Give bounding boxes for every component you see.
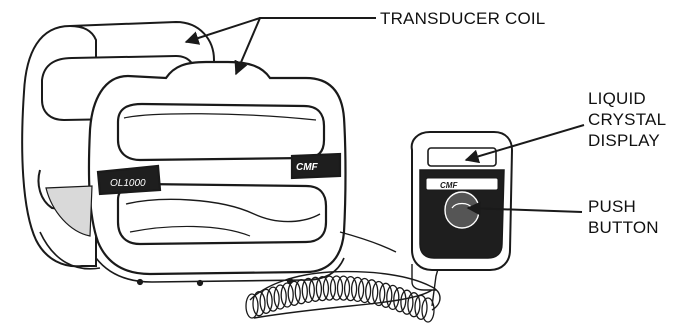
cable-loop <box>331 276 343 300</box>
label-push-line-1: PUSH <box>588 196 659 217</box>
coil-brand-logo: CMF <box>296 162 319 173</box>
label-transducer-coil: TRANSDUCER COIL <box>380 8 545 29</box>
arrow-to-back-coil <box>186 18 376 42</box>
label-push-button: PUSH BUTTON <box>588 196 659 238</box>
front-coil <box>89 62 346 285</box>
label-lcd-line-1: LIQUID <box>588 88 666 109</box>
model-marking: OL1000 <box>110 178 146 189</box>
cable-loop <box>309 277 321 301</box>
handset-logo-plate <box>426 178 498 190</box>
lcd-screen <box>428 148 496 166</box>
cable-loop <box>323 276 335 300</box>
push-button-shape <box>445 192 479 228</box>
label-push-line-2: BUTTON <box>588 217 659 238</box>
cable-loop <box>338 276 350 300</box>
remote-handset <box>412 132 512 290</box>
label-lcd-line-2: CRYSTAL <box>588 109 666 130</box>
arrow-to-front-coil <box>236 18 376 74</box>
handset-brand-logo: CMF <box>440 181 458 190</box>
cable-loop <box>316 277 328 301</box>
label-liquid-crystal-display: LIQUID CRYSTAL DISPLAY <box>588 88 666 151</box>
label-lcd-line-3: DISPLAY <box>588 130 666 151</box>
cable-loop <box>345 277 357 301</box>
cable-loop <box>352 277 364 301</box>
